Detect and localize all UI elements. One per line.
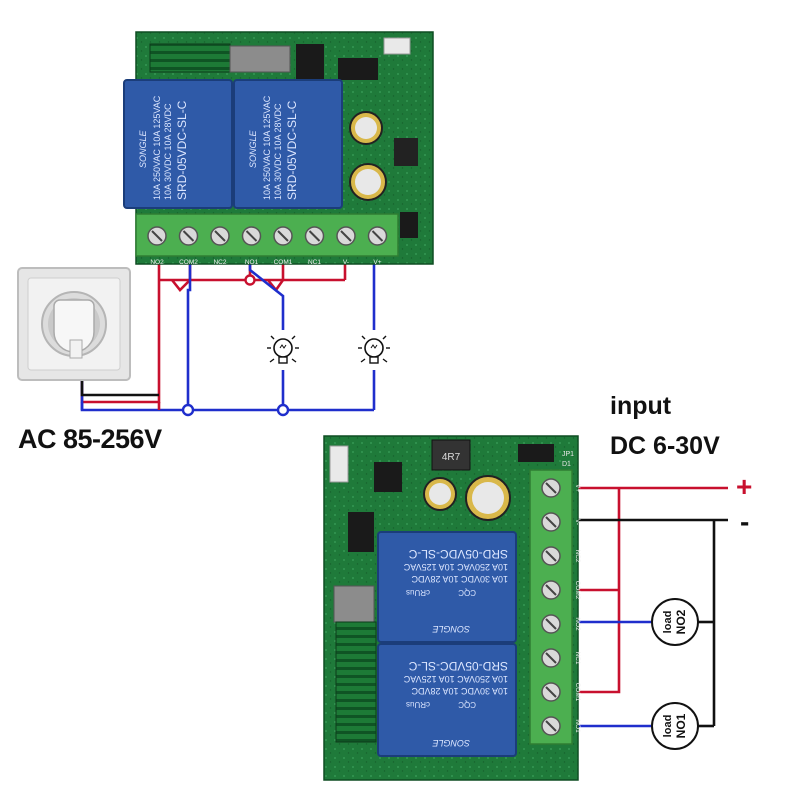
terminal-label: NO2 — [574, 617, 581, 631]
terminal-label: NO2 — [150, 259, 164, 266]
screw-slot — [277, 230, 289, 242]
svg-text:10A 30VDC 10A 28VDC: 10A 30VDC 10A 28VDC — [411, 574, 508, 584]
screw-slot — [151, 230, 163, 242]
screw-slot — [245, 230, 258, 242]
terminal-label: NC1 — [574, 651, 581, 664]
svg-text:SONGLE: SONGLE — [138, 129, 148, 168]
svg-text:SRD-05VDC-SL-C: SRD-05VDC-SL-C — [175, 100, 189, 200]
bulb-icon — [267, 335, 299, 364]
svg-text:NO1: NO1 — [674, 713, 688, 738]
terminal-label: COM1 — [574, 683, 581, 702]
terminal-labels: NO2 COM2 NC2 NO1 COM1 NC1 V- V+ — [150, 259, 381, 266]
svg-text:NO2: NO2 — [674, 609, 688, 634]
svg-text:cRUus: cRUus — [406, 588, 430, 597]
screw-slot — [214, 230, 226, 242]
terminal-label: NC2 — [574, 549, 581, 562]
top-junctions — [181, 274, 290, 417]
svg-text:10A 250VAC 10A 125VAC: 10A 250VAC 10A 125VAC — [403, 562, 508, 572]
terminal-block — [529, 469, 573, 745]
relay-2: SRD-05VDC-SL-C 10A 250VAC 10A 125VAC 10A… — [377, 643, 517, 757]
relay-board-bottom: 4R7 JP1 D1 SRD-05VDC-SL-C 10A 250VAC 10A… — [323, 435, 581, 781]
relay-1: SRD-05VDC-SL-C 10A 250VAC 10A 125VAC 10A… — [377, 531, 517, 643]
svg-text:SRD-05VDC-SL-C: SRD-05VDC-SL-C — [408, 659, 508, 673]
terminal-label: NC1 — [308, 259, 321, 266]
minus-sign: - — [740, 506, 750, 537]
terminal-label: NO1 — [574, 719, 581, 733]
inductor — [431, 439, 471, 471]
screw-slot — [545, 720, 557, 732]
terminal-block — [135, 213, 399, 257]
screw-slot — [545, 516, 557, 528]
svg-text:SONGLE: SONGLE — [431, 738, 470, 748]
neutral-wire-2 — [248, 258, 285, 330]
svg-text:SRD-05VDC-SL-C: SRD-05VDC-SL-C — [285, 100, 299, 200]
svg-text:CQC: CQC — [458, 700, 476, 709]
svg-text:10A 30VDC 10A 28VDC: 10A 30VDC 10A 28VDC — [163, 103, 173, 200]
relay-board-top: SRD-05VDC-SL-C 10A 30VDC 10A 28VDC 10A 2… — [123, 31, 434, 266]
screw-slot — [308, 230, 321, 242]
svg-text:10A 30VDC 10A 28VDC: 10A 30VDC 10A 28VDC — [411, 686, 508, 696]
svg-text:10A 250VAC 10A 125VAC: 10A 250VAC 10A 125VAC — [152, 95, 162, 200]
screw-slot — [545, 482, 557, 494]
svg-text:load: load — [662, 715, 674, 738]
live-jump-1 — [170, 279, 191, 292]
svg-text:SONGLE: SONGLE — [248, 129, 258, 168]
terminal-label: COM2 — [574, 581, 581, 600]
screw-slot — [545, 584, 557, 596]
terminal-label: NO1 — [245, 259, 259, 266]
load-no1-icon: load NO1 — [651, 702, 699, 750]
terminal-label: COM1 — [274, 259, 293, 266]
screw-slot — [545, 652, 557, 664]
antenna-coil — [149, 43, 231, 73]
relay-2: SRD-05VDC-SL-C 10A 30VDC 10A 28VDC 10A 2… — [233, 79, 343, 209]
svg-text:10A 250VAC 10A 125VAC: 10A 250VAC 10A 125VAC — [262, 95, 272, 200]
terminal-label: V- — [574, 519, 581, 525]
terminal-label: V+ — [574, 484, 581, 492]
bottom-wires — [576, 486, 728, 728]
wall-socket-icon — [17, 267, 131, 381]
svg-text:JP1: JP1 — [562, 451, 574, 458]
svg-text:4R7: 4R7 — [442, 452, 461, 463]
terminal-label: COM2 — [179, 259, 198, 266]
terminal-label: V- — [343, 259, 349, 266]
terminal-screws — [541, 478, 561, 736]
svg-text:SRD-05VDC-SL-C: SRD-05VDC-SL-C — [408, 547, 508, 561]
antenna-coil — [335, 621, 377, 743]
bulb-icon — [358, 335, 390, 364]
ac-voltage-label: AC 85-256V — [18, 424, 162, 454]
screw-slot — [371, 230, 384, 242]
neutral-wire-1 — [186, 258, 192, 410]
svg-text:CQC: CQC — [458, 588, 476, 597]
screw-slot — [182, 230, 195, 242]
screw-slot — [545, 550, 557, 562]
svg-text:10A 250VAC 10A 125VAC: 10A 250VAC 10A 125VAC — [403, 674, 508, 684]
plus-sign: + — [736, 471, 753, 502]
load-no2-icon: load NO2 — [651, 598, 699, 646]
svg-text:cRUus: cRUus — [406, 700, 430, 709]
input-label: input — [610, 392, 672, 420]
svg-text:load: load — [662, 611, 674, 634]
svg-text:D1: D1 — [562, 461, 571, 468]
terminal-label: V+ — [373, 259, 381, 266]
dc-voltage-label: DC 6-30V — [610, 432, 720, 460]
screw-slot — [340, 230, 352, 242]
screw-slot — [545, 686, 557, 698]
screw-slot — [545, 618, 557, 630]
svg-text:10A 30VDC 10A 28VDC: 10A 30VDC 10A 28VDC — [273, 103, 283, 200]
terminal-screws — [147, 226, 388, 246]
svg-text:SONGLE: SONGLE — [431, 624, 470, 634]
relay-1: SRD-05VDC-SL-C 10A 30VDC 10A 28VDC 10A 2… — [123, 79, 233, 209]
terminal-label: NC2 — [213, 259, 226, 266]
